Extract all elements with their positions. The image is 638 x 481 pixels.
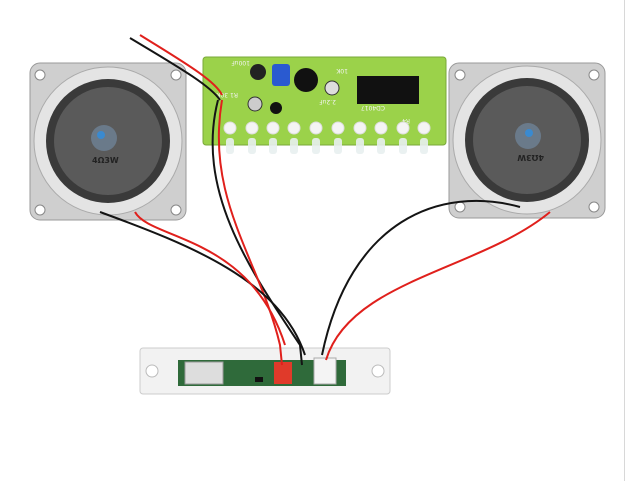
pcb-label-r1: R1 30K xyxy=(215,91,238,98)
led-pcb: CD4017 10K 2.2uF 100uF R1 30K R4 xyxy=(202,56,447,154)
pcb-label-ic: CD4017 xyxy=(361,104,385,111)
pcb-label-r4: R4 xyxy=(402,117,410,124)
right-speaker-label: 4Ω3W xyxy=(517,153,544,162)
left-speaker-label: 4Ω3W xyxy=(92,156,119,165)
pcb-label-resistor: 10K xyxy=(335,67,348,74)
right-edge-divider xyxy=(624,0,638,481)
wires xyxy=(99,34,551,366)
pcb-label-cap2: 100uF xyxy=(231,59,250,66)
right-speaker: 4Ω3W xyxy=(448,62,606,219)
left-speaker: 4Ω3W xyxy=(29,62,187,221)
amplifier-module xyxy=(139,347,391,395)
pcb-label-cap: 2.2uF xyxy=(319,98,336,105)
